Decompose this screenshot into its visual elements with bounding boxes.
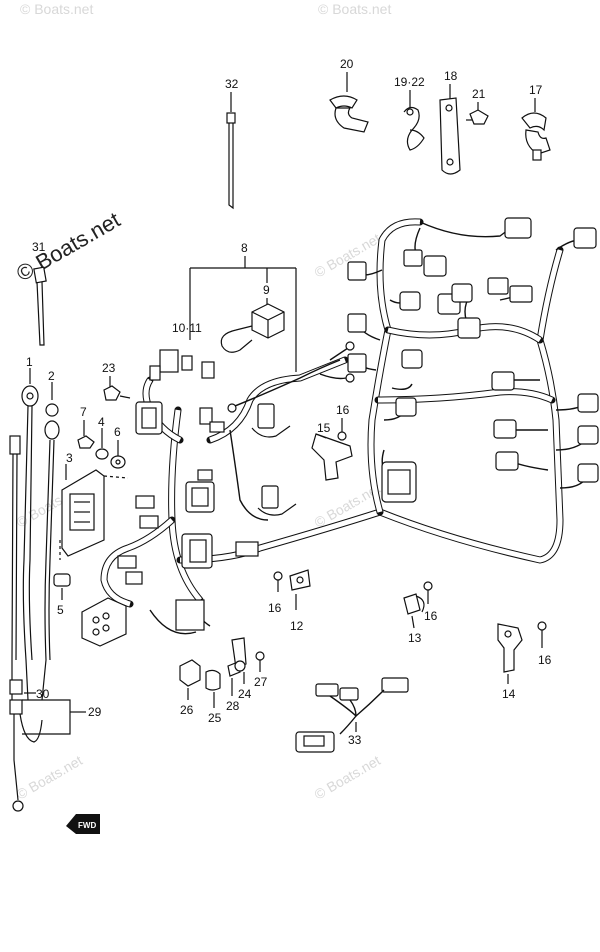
- label-part-7: 7: [80, 405, 87, 419]
- part-14-bracket: [497, 621, 547, 684]
- label-part-5: 5: [57, 603, 64, 617]
- forward-direction-marker: FWD: [66, 814, 100, 834]
- part-33-sub-harness: [295, 677, 409, 753]
- part-9-relay: [220, 303, 285, 353]
- fwd-label: FWD: [78, 821, 96, 830]
- label-part-17: 17: [529, 83, 543, 97]
- part-32-cable-tie: [226, 92, 236, 210]
- part-17-clamp: [521, 98, 551, 161]
- label-part-28: 28: [226, 699, 240, 713]
- label-part-27: 27: [254, 675, 268, 689]
- part-21-bolt: [466, 102, 489, 125]
- label-part-19-22: 19·22: [394, 75, 425, 89]
- label-part-30: 30: [36, 687, 50, 701]
- part-5-grommet: [53, 573, 71, 600]
- watermark-faint: © Boats.net: [312, 752, 384, 803]
- label-part-18: 18: [444, 69, 458, 83]
- label-part-16-a: 16: [336, 403, 350, 417]
- label-part-32: 32: [225, 77, 239, 91]
- label-part-8: 8: [241, 241, 248, 255]
- label-part-26: 26: [180, 703, 194, 717]
- part-12-clamp: [273, 569, 311, 610]
- main-harness: [81, 341, 384, 647]
- part-number-labels: 32 20 19·22 18 21 17 31 8 9 10·11 23 1 2…: [26, 57, 552, 747]
- label-part-25: 25: [208, 711, 222, 725]
- part-29-30-cables: [9, 679, 86, 812]
- label-part-2: 2: [48, 369, 55, 383]
- watermark-faint: © Boats.net: [20, 1, 93, 17]
- part-1-2-battery-cables: [9, 368, 60, 701]
- label-part-13: 13: [408, 631, 422, 645]
- label-part-14: 14: [502, 687, 516, 701]
- label-part-10-11: 10·11: [172, 321, 202, 335]
- label-part-31: 31: [32, 240, 46, 254]
- label-part-16-b: 16: [268, 601, 282, 615]
- label-part-15: 15: [317, 421, 331, 435]
- label-part-16-c: 16: [424, 609, 438, 623]
- part-13-clip: [403, 581, 433, 629]
- part-23-bolt: [103, 376, 131, 401]
- label-part-23: 23: [102, 361, 116, 375]
- part-20-clip: [329, 72, 369, 133]
- label-part-16-d: 16: [538, 653, 552, 667]
- label-part-33: 33: [348, 733, 362, 747]
- label-part-21: 21: [472, 87, 486, 101]
- watermark-faint-group: © Boats.net © Boats.net © Boats.net © Bo…: [14, 1, 392, 803]
- parts-24-28-small-items: [179, 637, 265, 708]
- label-part-29: 29: [88, 705, 102, 719]
- label-part-20: 20: [340, 57, 354, 71]
- watermark-faint: © Boats.net: [318, 1, 391, 17]
- label-part-24: 24: [238, 687, 252, 701]
- watermark-main: © Boats.net: [12, 207, 124, 286]
- watermark-faint: © Boats.net: [14, 752, 86, 803]
- label-part-4: 4: [98, 415, 105, 429]
- four-pin-connector: [81, 597, 127, 647]
- right-harness: [347, 217, 599, 564]
- part-18-bracket: [439, 84, 461, 175]
- part-3-bracket: [59, 464, 129, 560]
- label-part-9: 9: [263, 283, 270, 297]
- small-hardware-4-6-7: [77, 420, 126, 469]
- part-19-22-clip: [403, 90, 425, 151]
- label-part-6: 6: [114, 425, 121, 439]
- label-part-3: 3: [66, 451, 73, 465]
- part-15-bracket: [311, 418, 353, 481]
- label-part-1: 1: [26, 355, 33, 369]
- part-31-cable-tie: [33, 266, 47, 346]
- label-part-12: 12: [290, 619, 304, 633]
